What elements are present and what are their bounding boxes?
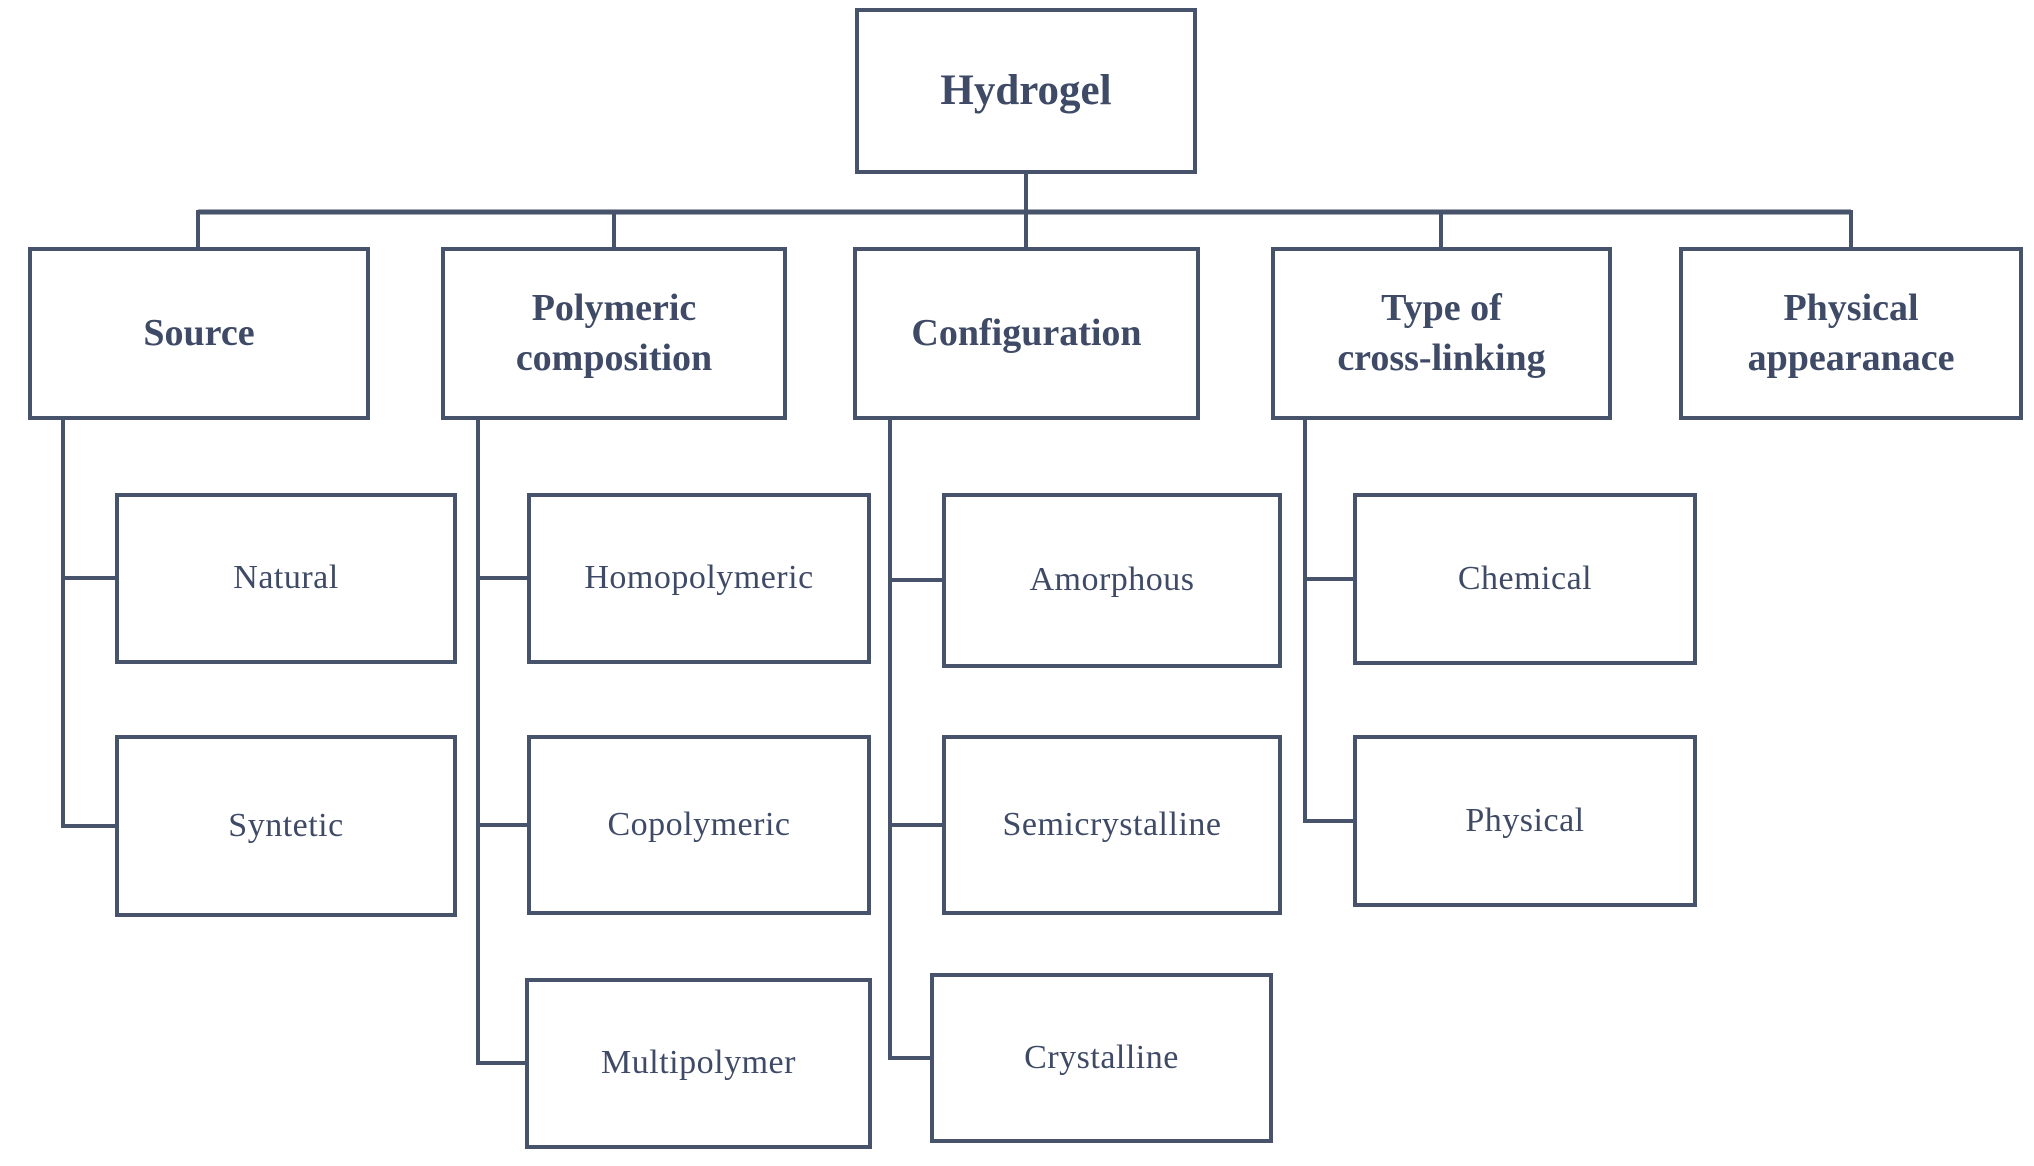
node-configuration: Configuration [853, 247, 1200, 420]
node-amorphous-label: Amorphous [1029, 561, 1195, 599]
node-hydrogel: Hydrogel [855, 8, 1197, 174]
node-multipolymer-label: Multipolymer [601, 1044, 796, 1082]
node-hydrogel-label: Hydrogel [940, 67, 1112, 115]
node-syntetic: Syntetic [115, 735, 457, 917]
node-source-label: Source [143, 311, 255, 354]
node-source: Source [28, 247, 370, 420]
node-homopolymeric: Homopolymeric [527, 493, 871, 664]
node-natural: Natural [115, 493, 457, 664]
node-physical: Physical [1353, 735, 1697, 907]
polymeric-children-connector [476, 418, 527, 1065]
node-copolymeric: Copolymeric [527, 735, 871, 915]
source-children-connector [61, 418, 115, 828]
node-natural-label: Natural [233, 559, 339, 597]
node-crystalline-label: Crystalline [1024, 1038, 1179, 1076]
node-crystalline: Crystalline [930, 973, 1273, 1143]
crosslinking-children-connector [1303, 418, 1353, 823]
configuration-children-connector [888, 418, 942, 1060]
node-semicrystalline: Semicrystalline [942, 735, 1282, 915]
node-copolymeric-label: Copolymeric [607, 805, 791, 843]
node-multipolymer: Multipolymer [525, 978, 872, 1149]
node-amorphous: Amorphous [942, 493, 1282, 668]
node-configuration-label: Configuration [911, 311, 1142, 354]
node-chemical: Chemical [1353, 493, 1697, 665]
category-stubs [196, 210, 1853, 247]
node-physical-label: Physical [1465, 801, 1585, 839]
node-chemical-label: Chemical [1457, 559, 1593, 597]
node-semicrystalline-label: Semicrystalline [1002, 805, 1222, 843]
node-homopolymeric-label: Homopolymeric [584, 559, 814, 597]
node-syntetic-label: Syntetic [228, 806, 344, 844]
